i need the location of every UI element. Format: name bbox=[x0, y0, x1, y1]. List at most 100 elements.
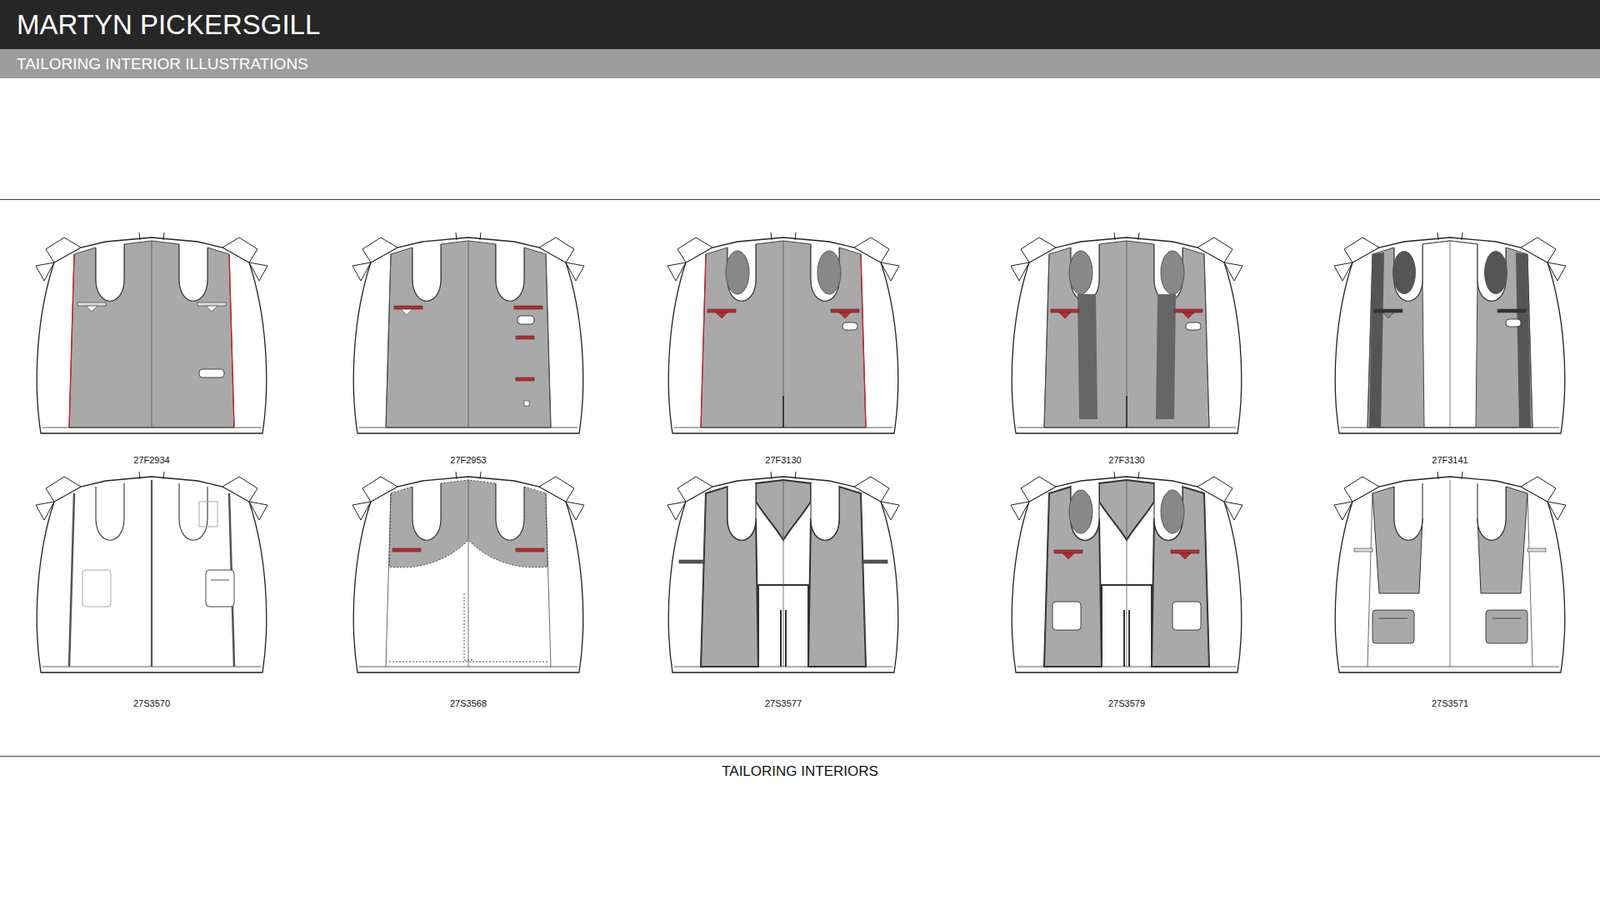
style-code: 27F3130 bbox=[1108, 455, 1145, 465]
pocket-welt bbox=[394, 305, 423, 310]
hem-stitch bbox=[389, 661, 548, 663]
armhole bbox=[412, 483, 441, 540]
hem-line bbox=[359, 666, 578, 668]
patch-pocket bbox=[1485, 610, 1528, 644]
jacket-body bbox=[1335, 476, 1565, 673]
lining bbox=[1367, 240, 1533, 428]
pocket-welt bbox=[1054, 550, 1083, 554]
patch-pocket bbox=[1052, 601, 1081, 630]
pocket-flap bbox=[715, 312, 728, 319]
jacket-body bbox=[1335, 237, 1565, 434]
vent bbox=[1124, 610, 1130, 667]
patch-pocket bbox=[1185, 322, 1201, 330]
collar-line bbox=[139, 232, 165, 240]
jacket-interior-illustration bbox=[654, 468, 913, 681]
pocket-welt bbox=[197, 302, 226, 306]
patch-pocket bbox=[1372, 610, 1415, 644]
lining bbox=[385, 240, 551, 428]
divider-line bbox=[0, 755, 1600, 757]
jacket-body bbox=[353, 237, 584, 434]
collar-line bbox=[455, 232, 481, 240]
pocket-welt bbox=[515, 335, 535, 340]
pocket-welt bbox=[1374, 309, 1403, 313]
facing-seam bbox=[1367, 493, 1533, 667]
collar-line bbox=[455, 471, 481, 480]
style-code: 27F2934 bbox=[133, 455, 170, 465]
style-code: 27S3568 bbox=[450, 698, 487, 709]
pocket-welt bbox=[515, 548, 545, 552]
jacket-interior-illustration bbox=[22, 229, 281, 442]
jacket-interior-illustration bbox=[22, 468, 281, 681]
shoulder-pad bbox=[1069, 250, 1093, 295]
armhole bbox=[95, 244, 125, 301]
divider-line bbox=[0, 199, 1600, 200]
jacket-body bbox=[1011, 476, 1242, 673]
collar-line bbox=[1114, 232, 1140, 240]
page-title: MARTYN PICKERSGILL bbox=[16, 0, 320, 50]
collar-line bbox=[1437, 232, 1463, 240]
pocket-welt bbox=[707, 309, 736, 313]
collar-line bbox=[1437, 471, 1463, 480]
pocket-welt bbox=[862, 560, 888, 564]
facing-seam bbox=[1367, 254, 1533, 428]
style-code: 27F3141 bbox=[1431, 455, 1468, 465]
pocket-welt bbox=[679, 560, 705, 564]
collar-line bbox=[139, 471, 165, 480]
lining-stripe bbox=[1077, 294, 1098, 420]
pocket-flap bbox=[1059, 312, 1071, 319]
hem-line bbox=[42, 427, 261, 429]
centre-seam bbox=[1450, 240, 1451, 428]
patch-pocket bbox=[199, 369, 225, 378]
shoulder-pad bbox=[1160, 250, 1185, 295]
jacket-interior-illustration bbox=[997, 468, 1256, 681]
pocket-welt bbox=[1170, 550, 1200, 554]
pocket-line bbox=[1379, 618, 1521, 620]
jacket-interior-illustration bbox=[339, 229, 598, 442]
lining bbox=[700, 240, 866, 428]
pocket-outline bbox=[199, 501, 218, 527]
armhole bbox=[1394, 483, 1423, 540]
pocket-welt bbox=[1174, 309, 1203, 313]
jacket-interior-illustration bbox=[654, 229, 913, 442]
facing-edge bbox=[69, 493, 235, 667]
pocket-flap bbox=[1382, 312, 1395, 319]
armhole bbox=[810, 483, 840, 540]
vent bbox=[780, 610, 786, 667]
jacket-body bbox=[1011, 237, 1242, 434]
hem-line bbox=[674, 666, 893, 668]
centre-seam bbox=[783, 480, 785, 667]
pocket-flap bbox=[85, 305, 98, 312]
hem-line bbox=[1017, 666, 1236, 668]
shoulder-pad bbox=[817, 250, 841, 295]
facing-seam bbox=[1044, 493, 1210, 667]
shoulder-pad bbox=[1392, 250, 1416, 295]
jacket-interior-illustration bbox=[1320, 229, 1580, 442]
armhole bbox=[727, 483, 756, 540]
pocket-welt bbox=[830, 309, 860, 313]
pocket-flap bbox=[1179, 553, 1191, 560]
facing-seam bbox=[385, 493, 551, 667]
armhole bbox=[95, 483, 125, 540]
patch-pocket bbox=[205, 570, 235, 607]
jacket-body bbox=[36, 476, 267, 673]
pocket-flap bbox=[1062, 553, 1075, 560]
jacket-body bbox=[36, 237, 267, 434]
pocket-line bbox=[210, 580, 230, 581]
pocket-welt bbox=[514, 305, 543, 310]
armhole bbox=[495, 244, 525, 301]
hem-line bbox=[1340, 666, 1560, 668]
style-code: 27F3130 bbox=[765, 455, 801, 465]
pocket-welt bbox=[77, 302, 106, 306]
label-patch bbox=[524, 400, 530, 406]
collar-line bbox=[770, 471, 796, 480]
pocket-flap bbox=[400, 309, 413, 315]
patch-pocket bbox=[82, 570, 111, 607]
jacket-interior-illustration bbox=[1320, 468, 1580, 681]
pocket-welt bbox=[1497, 309, 1526, 313]
pocket-welt bbox=[1050, 309, 1080, 313]
shoulder-pad bbox=[1069, 490, 1093, 534]
patch-pocket bbox=[842, 322, 858, 330]
centre-seam bbox=[1126, 240, 1128, 428]
centre-seam bbox=[150, 480, 153, 667]
pocket-welt bbox=[392, 548, 421, 552]
